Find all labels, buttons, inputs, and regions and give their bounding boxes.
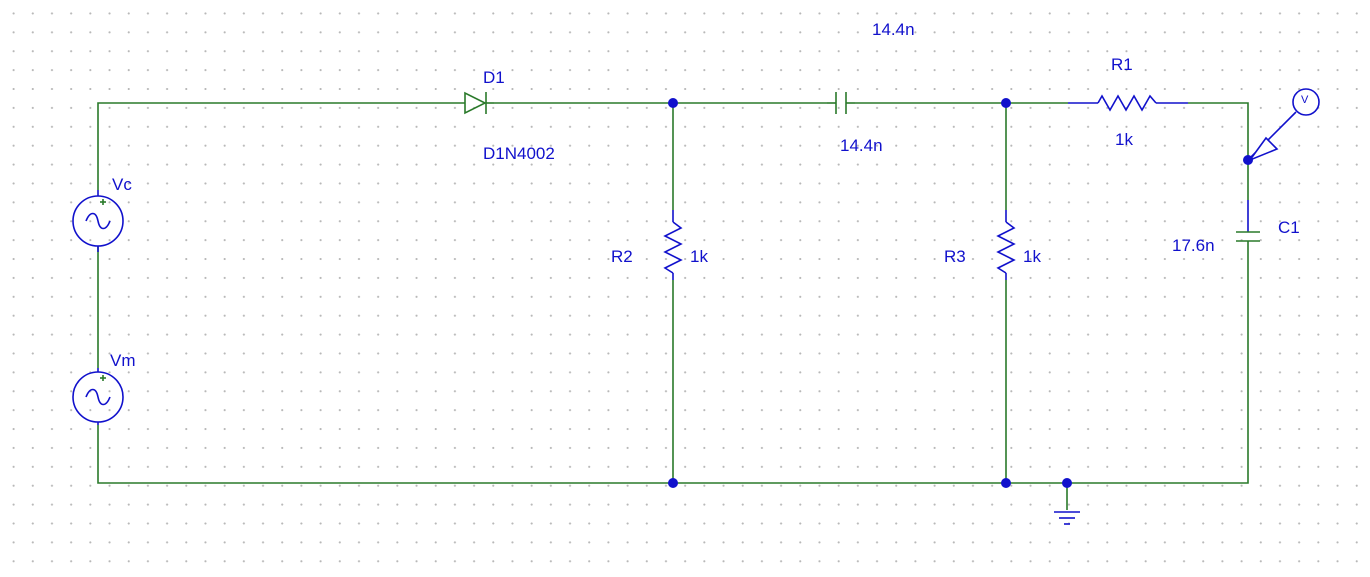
capacitor-c1 <box>1236 200 1260 260</box>
probe-label: V <box>1301 94 1309 106</box>
r1-value-label: 1k <box>1115 130 1133 149</box>
diode-d1-body <box>464 91 487 115</box>
junction-dot <box>1062 478 1072 488</box>
capacitor-series <box>827 92 855 114</box>
cap-value-label: 14.4n <box>840 136 883 155</box>
voltage-source-vm <box>72 368 124 425</box>
voltage-probe[interactable] <box>1247 88 1320 162</box>
junction-dot <box>1001 98 1011 108</box>
junction-dot <box>668 478 678 488</box>
wire-vc-to-d1 <box>97 102 465 190</box>
probe-circle <box>1292 88 1320 116</box>
junction-dot <box>1243 155 1253 165</box>
ground-icon <box>1054 511 1080 525</box>
voltage-source-vc <box>72 190 124 252</box>
r3-ref-label: R3 <box>944 247 966 266</box>
vc-ref-label: Vc <box>112 175 132 194</box>
d1-part-label: D1N4002 <box>483 144 555 163</box>
junction-dot <box>1001 478 1011 488</box>
wires <box>97 102 1249 510</box>
vm-ref-label: Vm <box>110 351 136 370</box>
d1-ref-label: D1 <box>483 68 505 87</box>
junction-dot <box>668 98 678 108</box>
sine-icon <box>85 388 111 406</box>
wire-r1-to-c1 <box>1188 102 1249 200</box>
r2-ref-label: R2 <box>611 247 633 266</box>
diode-d1 <box>464 91 494 115</box>
resistor-r1 <box>1068 94 1188 112</box>
sine-icon <box>85 212 111 230</box>
r3-value-label: 1k <box>1023 247 1041 266</box>
c1-ref-label: C1 <box>1278 218 1300 237</box>
r2-value-label: 1k <box>690 247 708 266</box>
junctions <box>668 98 1253 488</box>
r1-ref-label: R1 <box>1111 55 1133 74</box>
c1-value-label: 17.6n <box>1172 236 1215 255</box>
resistor-r3 <box>996 210 1016 280</box>
resistor-r2 <box>663 210 683 280</box>
cap-top-label: 14.4n <box>872 20 915 39</box>
probe-arrow-icon <box>1247 136 1279 162</box>
